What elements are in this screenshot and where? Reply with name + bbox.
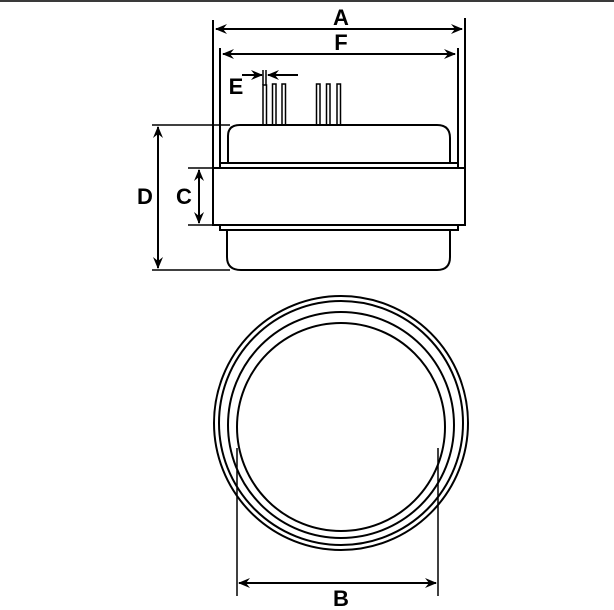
pin: [281, 83, 287, 126]
lower-flange: [219, 224, 459, 231]
pin: [271, 83, 277, 126]
pin: [336, 83, 342, 126]
pin: [262, 84, 268, 126]
bottom-cup: [226, 230, 451, 271]
ring-3: [227, 311, 455, 539]
label-d: D: [137, 184, 153, 209]
pin: [315, 83, 321, 126]
label-a: A: [333, 5, 349, 30]
outer-ring: [213, 295, 469, 551]
top-view: [213, 295, 469, 596]
ring-2: [218, 300, 464, 546]
band: [212, 167, 466, 226]
label-e: E: [229, 74, 244, 99]
inner-ring: [236, 322, 446, 532]
top-border: [0, 0, 614, 2]
pins: [262, 83, 342, 126]
label-f: F: [334, 30, 347, 55]
pin: [325, 83, 331, 126]
top-cap: [227, 124, 451, 163]
side-view: [152, 18, 466, 271]
label-b: B: [333, 586, 349, 610]
label-c: C: [176, 184, 192, 209]
